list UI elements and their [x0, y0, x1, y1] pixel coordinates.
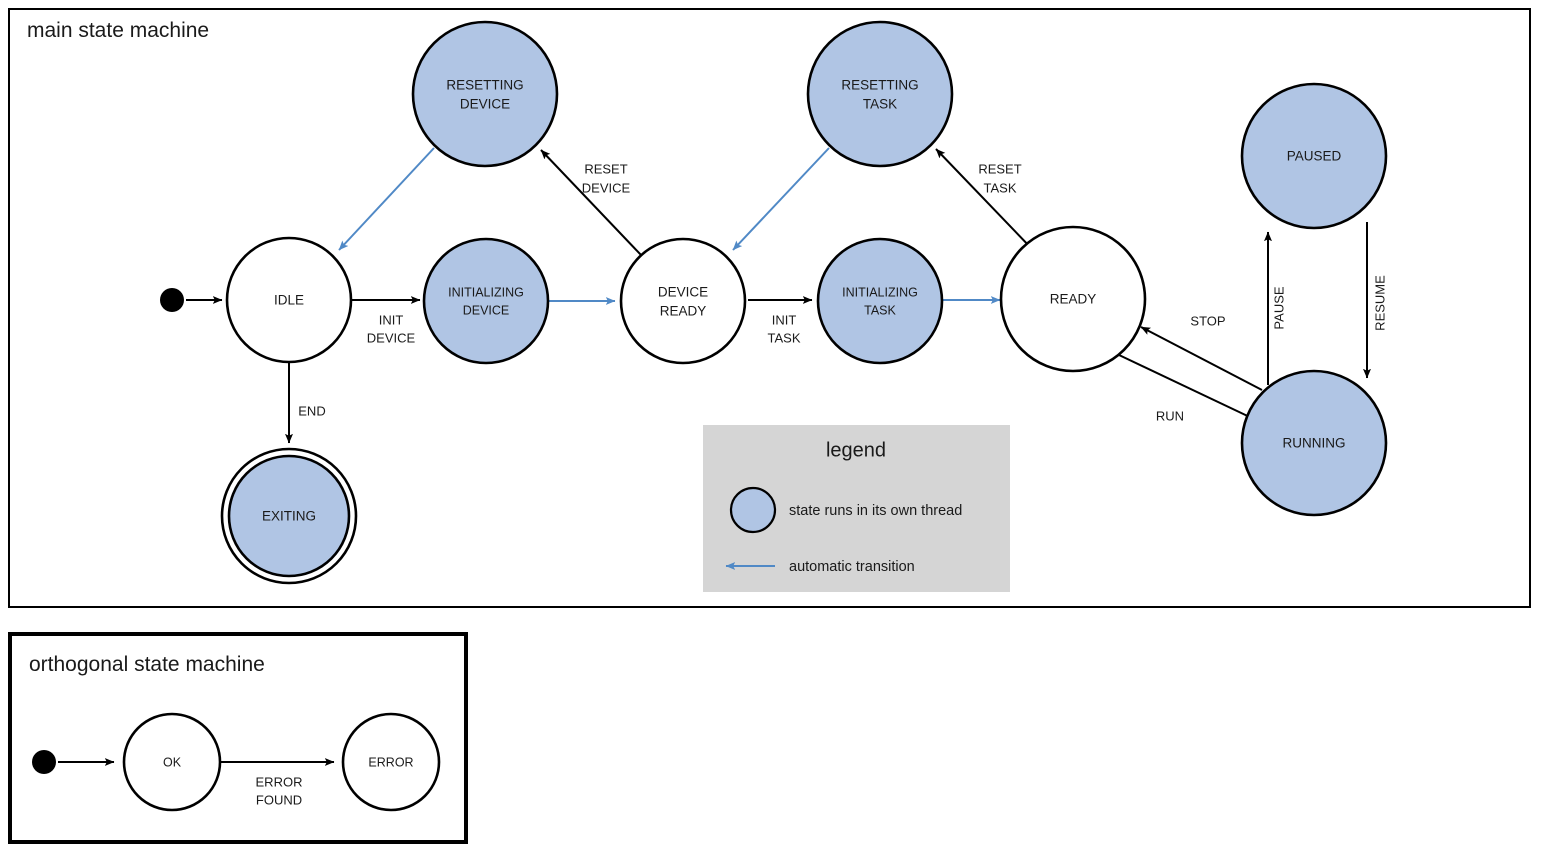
state-idle[interactable]: IDLE: [225, 236, 353, 364]
state-idle-label: IDLE: [274, 293, 304, 308]
state-error[interactable]: ERROR: [341, 712, 441, 812]
state-paused[interactable]: PAUSED: [1240, 82, 1388, 230]
main-container-border: [8, 8, 1531, 608]
transition-label-init-task-1: INIT: [772, 312, 797, 327]
state-resetting-device-circle[interactable]: [411, 20, 559, 168]
initial-state-dot-main: [160, 288, 184, 312]
state-device-ready-label-2: READY: [660, 304, 707, 319]
transition-label-reset-task-1: RESET: [978, 161, 1021, 176]
transition-device-ready-to-resetting-device: RESET DEVICE: [540, 149, 642, 256]
state-ok-circle[interactable]: [122, 712, 222, 812]
state-initializing-task-label-2: TASK: [864, 303, 896, 317]
transition-label-init-device-2: DEVICE: [367, 330, 416, 345]
transition-label-stop: STOP: [1190, 313, 1225, 328]
state-resetting-task-label-1: RESETTING: [841, 78, 918, 93]
main-container-title: main state machine: [27, 19, 209, 42]
state-device-ready[interactable]: DEVICE READY: [619, 237, 747, 365]
state-paused-label: PAUSED: [1287, 149, 1342, 164]
state-resetting-device-label-1: RESETTING: [446, 78, 523, 93]
state-idle-circle[interactable]: [225, 236, 353, 364]
state-ready-circle[interactable]: [999, 225, 1147, 373]
state-resetting-device[interactable]: RESETTING DEVICE: [411, 20, 559, 168]
orthogonal-transitions: ERROR FOUND: [58, 758, 335, 807]
state-resetting-task-circle[interactable]: [806, 20, 954, 168]
transition-idle-to-exiting: END: [285, 362, 326, 444]
state-error-circle[interactable]: [341, 712, 441, 812]
transition-running-to-paused: PAUSE: [1264, 231, 1286, 385]
transition-label-run: RUN: [1156, 408, 1184, 423]
state-resetting-device-label-2: DEVICE: [460, 97, 510, 112]
state-exiting-label: EXITING: [262, 509, 316, 524]
transition-label-reset-task-2: TASK: [984, 180, 1017, 195]
transition-running-to-ready: STOP: [1140, 313, 1263, 391]
legend-thread-state-swatch-icon: [729, 486, 777, 534]
transition-label-reset-device-2: DEVICE: [582, 180, 631, 195]
state-resetting-task[interactable]: RESETTING TASK: [806, 20, 954, 168]
state-ok-label: OK: [163, 755, 182, 769]
transition-label-pause: PAUSE: [1271, 286, 1286, 329]
state-paused-circle[interactable]: [1240, 82, 1388, 230]
orthogonal-container: orthogonal state machine: [8, 632, 468, 844]
state-ok[interactable]: OK: [122, 712, 222, 812]
main-container: main state machine: [8, 8, 1531, 608]
legend-item-automatic-transition-label: automatic transition: [789, 559, 915, 575]
state-initializing-device-label-1: INITIALIZING: [448, 285, 524, 299]
state-device-ready-circle[interactable]: [619, 237, 747, 365]
transition-paused-to-running: RESUME: [1363, 222, 1387, 379]
state-initializing-task-label-1: INITIALIZING: [842, 285, 918, 299]
transition-label-resume: RESUME: [1372, 275, 1387, 331]
transition-label-error-found-2: FOUND: [256, 792, 302, 807]
orthogonal-container-title: orthogonal state machine: [29, 653, 265, 676]
state-initializing-task-circle[interactable]: [816, 237, 944, 365]
transition-label-reset-device-1: RESET: [584, 161, 627, 176]
state-initializing-device-label-2: DEVICE: [463, 303, 510, 317]
state-initializing-task[interactable]: INITIALIZING TASK: [816, 237, 944, 365]
state-running-circle[interactable]: [1240, 369, 1388, 517]
state-ready[interactable]: READY: [999, 225, 1147, 373]
transition-resetting-task-to-device-ready: [732, 147, 830, 251]
state-exiting[interactable]: EXITING: [220, 447, 358, 585]
transition-device-ready-to-initializing-task: INIT TASK: [748, 296, 813, 345]
state-exiting-circle[interactable]: [227, 454, 351, 578]
transition-ok-to-error: ERROR FOUND: [220, 758, 335, 807]
transition-ready-to-running: RUN: [1118, 354, 1257, 423]
transition-idle-to-initializing-device: INIT DEVICE: [351, 296, 421, 345]
state-initializing-device-circle[interactable]: [422, 237, 550, 365]
transition-label-error-found-1: ERROR: [256, 774, 303, 789]
orthogonal-states: OK ERROR: [32, 712, 441, 812]
state-running[interactable]: RUNNING: [1240, 369, 1388, 517]
main-states: IDLE RESETTING DEVICE INITIALIZING DEVIC…: [160, 20, 1388, 585]
state-resetting-task-label-2: TASK: [863, 97, 897, 112]
state-exiting-outer-ring: [220, 447, 358, 585]
legend-title: legend: [826, 439, 886, 461]
state-device-ready-label-1: DEVICE: [658, 285, 708, 300]
main-transitions: INIT DEVICE RESET DEVICE INIT TASK: [186, 147, 1387, 444]
initial-state-dot-orthogonal: [32, 750, 56, 774]
state-error-label: ERROR: [368, 755, 413, 769]
legend: legend state runs in its own thread auto…: [703, 425, 1010, 592]
state-ready-label: READY: [1050, 292, 1097, 307]
transition-label-init-task-2: TASK: [768, 330, 801, 345]
transition-resetting-device-to-idle: [338, 147, 435, 251]
transition-label-init-device-1: INIT: [379, 312, 404, 327]
transition-ready-to-resetting-task: RESET TASK: [935, 148, 1034, 251]
state-initializing-device[interactable]: INITIALIZING DEVICE: [422, 237, 550, 365]
legend-item-thread-state-label: state runs in its own thread: [789, 503, 962, 519]
orthogonal-container-border: [8, 632, 468, 844]
transition-label-end: END: [298, 403, 325, 418]
state-running-label: RUNNING: [1283, 436, 1346, 451]
